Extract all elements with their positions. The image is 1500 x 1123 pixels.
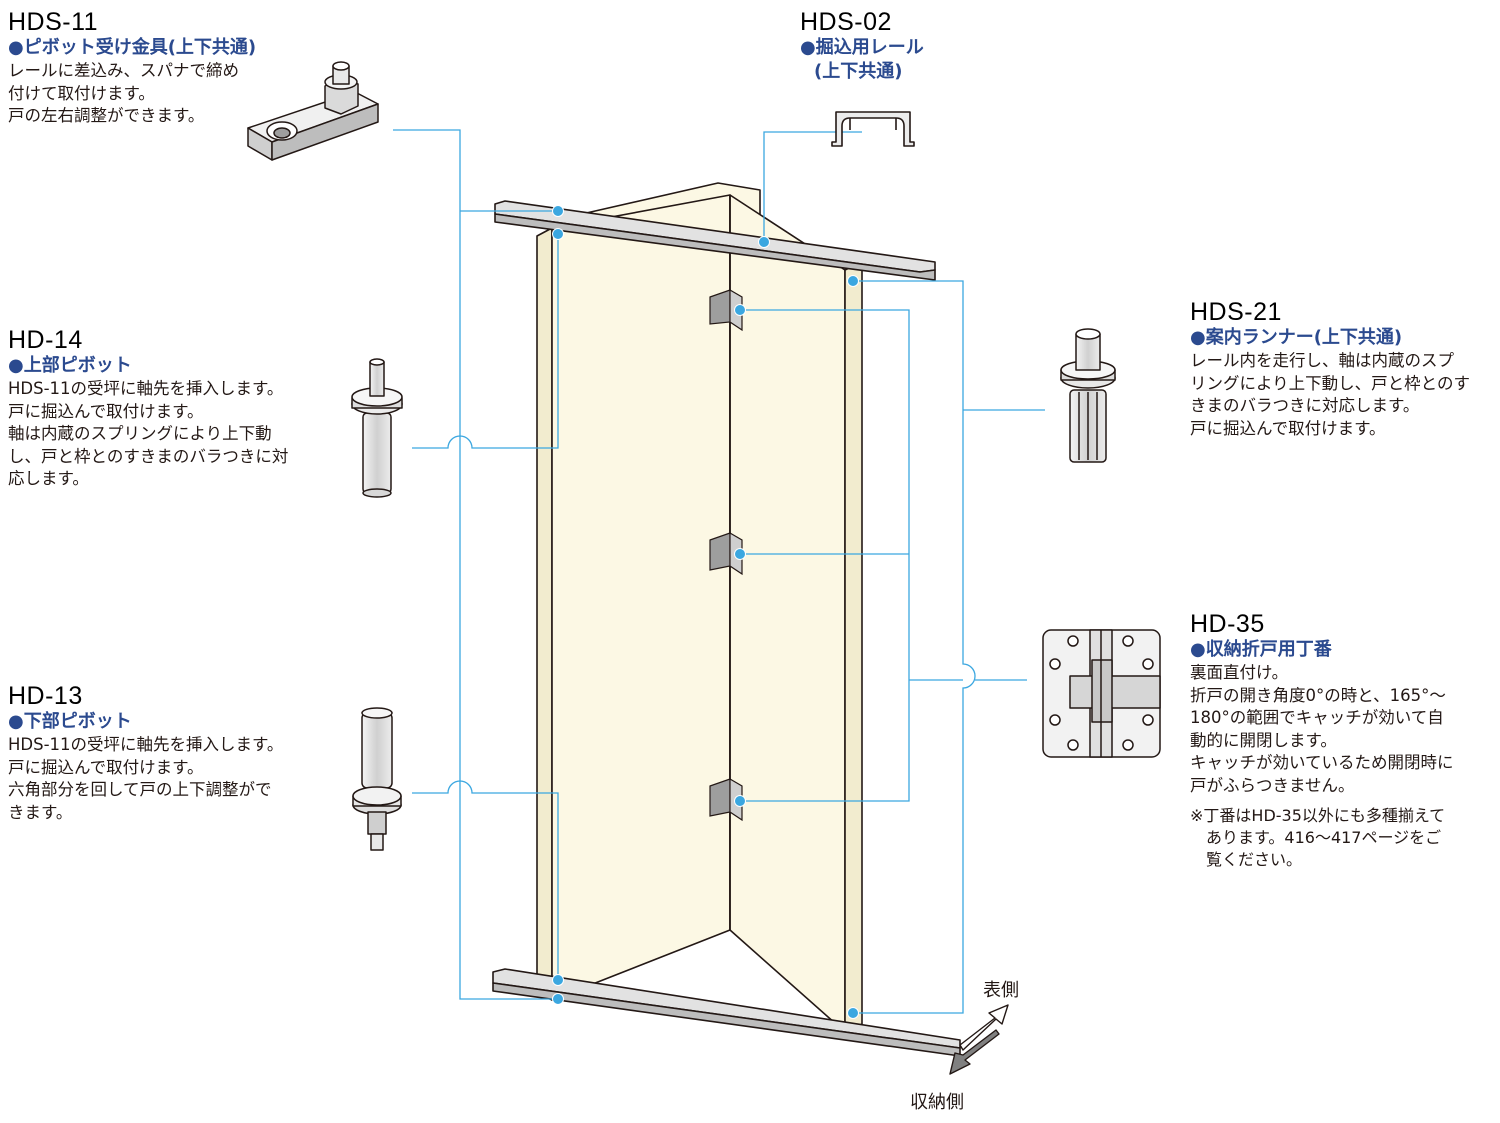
- dot-runner-top: [847, 275, 859, 287]
- dot-rail-top-left: [552, 205, 564, 217]
- part-code: HDS-11: [8, 8, 99, 36]
- direction-arrows: [949, 1004, 1009, 1075]
- dot-bottom-pivot: [552, 974, 564, 986]
- rail-section-icon: [831, 111, 915, 147]
- callout-hd35: HD-35 ●収納折戸用丁番 裏面直付け。 折戸の開き角度0°の時と、165°〜…: [1190, 610, 1495, 871]
- dot-top-pivot: [552, 228, 564, 240]
- top-pivot-icon: [351, 358, 403, 498]
- pivot-bracket-icon: [247, 61, 379, 161]
- dot-hinge-middle: [734, 548, 746, 560]
- right-panel-edge: [844, 261, 863, 1033]
- callout-hds02: HDS-02 ●掘込用レール (上下共通): [800, 8, 1000, 84]
- part-note: ※丁番はHD-35以外にも多種揃えて あります。416〜417ページをご 覧くだ…: [1190, 806, 1446, 869]
- part-description: HDS-11の受坪に軸先を挿入します。 戸に掘込んで取付けます。 軸は内蔵のスプ…: [8, 379, 289, 488]
- part-name: ●収納折戸用丁番: [1190, 639, 1332, 660]
- leader-dots: [552, 205, 859, 1019]
- part-code: HD-13: [8, 682, 83, 710]
- dot-rail-bottom-left: [552, 993, 564, 1005]
- part-code: HDS-02: [800, 8, 892, 36]
- callout-hd13: HD-13 ●下部ピボット HDS-11の受坪に軸先を挿入します。 戸に掘込んで…: [8, 682, 338, 824]
- part-code: HD-35: [1190, 610, 1265, 638]
- folding-hinge-icon: [1042, 629, 1161, 758]
- part-name: ●ピボット受け金具(上下共通): [8, 37, 257, 58]
- part-description: レールに差込み、スパナで締め 付けて取付けます。 戸の左右調整ができます。: [8, 61, 239, 125]
- callout-hds21: HDS-21 ●案内ランナー(上下共通) レール内を走行し、軸は内蔵のスプ リン…: [1190, 298, 1495, 440]
- part-description: 裏面直付け。 折戸の開き角度0°の時と、165°〜 180°の範囲でキャッチが効…: [1190, 663, 1454, 795]
- part-name-suffix: (上下共通): [814, 61, 903, 82]
- dot-hinge-lower: [734, 795, 746, 807]
- top-rail: [494, 200, 936, 281]
- storage-side-label: 収納側: [910, 1092, 964, 1113]
- part-name: ●掘込用レール: [800, 37, 924, 58]
- part-name: ●案内ランナー(上下共通): [1190, 327, 1403, 348]
- callout-hds11: HDS-11 ●ピボット受け金具(上下共通) レールに差込み、スパナで締め 付け…: [8, 8, 308, 128]
- leader-lines: [393, 129, 1045, 1014]
- guide-runner-icon: [1060, 328, 1116, 463]
- part-code: HD-14: [8, 326, 83, 354]
- part-name: ●上部ピボット: [8, 355, 132, 376]
- storage-arrow-icon: [949, 1029, 1000, 1075]
- right-panel-face: [729, 194, 846, 1033]
- left-panel-edge: [536, 227, 553, 1001]
- part-description: HDS-11の受坪に軸先を挿入します。 戸に掘込んで取付けます。 六角部分を回し…: [8, 735, 284, 822]
- dot-runner-bottom: [847, 1007, 859, 1019]
- dot-top-rail-center: [758, 236, 770, 248]
- front-arrow-icon: [959, 1004, 1009, 1051]
- front-side-label: 表側: [983, 980, 1019, 1001]
- callout-hd14: HD-14 ●上部ピボット HDS-11の受坪に軸先を挿入します。 戸に掘込んで…: [8, 326, 338, 491]
- part-name: ●下部ピボット: [8, 711, 132, 732]
- left-panel-face: [551, 194, 731, 1001]
- dot-hinge-upper: [734, 304, 746, 316]
- part-code: HDS-21: [1190, 298, 1282, 326]
- bottom-pivot-icon: [352, 707, 402, 851]
- part-description: レール内を走行し、軸は内蔵のスプ リングにより上下動し、戸と枠とのす きまのバラ…: [1190, 351, 1471, 438]
